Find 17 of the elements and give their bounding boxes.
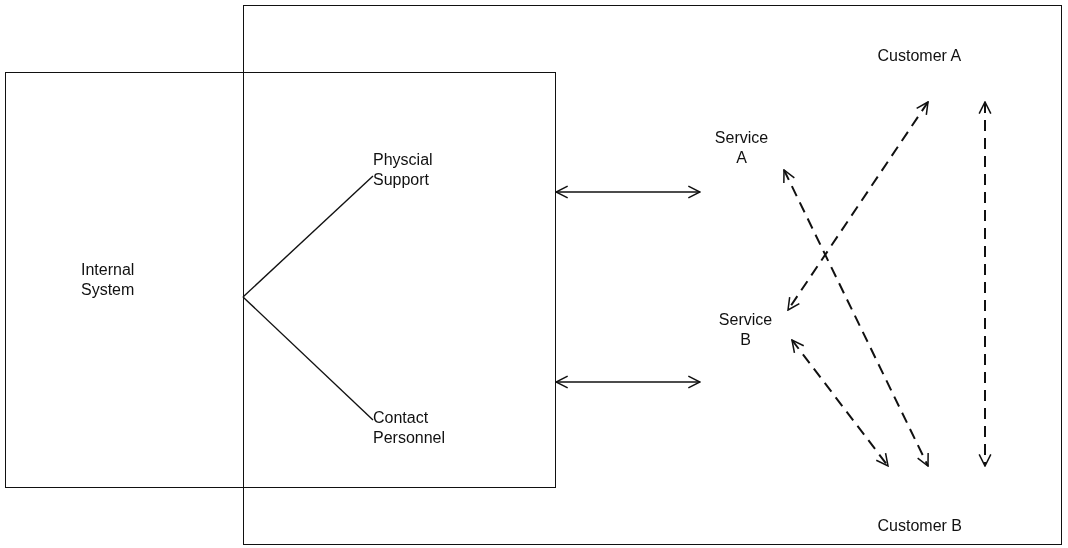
boundary-box	[243, 5, 1062, 545]
connector-line	[242, 175, 374, 298]
arrow	[787, 101, 929, 311]
system-box	[5, 72, 556, 488]
component-label: Service A	[713, 127, 770, 168]
arrow	[978, 101, 992, 467]
arrow	[791, 339, 889, 467]
component-label: Contact Personnel	[373, 408, 447, 448]
component-label: Service B	[717, 309, 774, 350]
arrow	[555, 185, 701, 199]
connector-line	[242, 296, 374, 421]
box-label: Internal System	[81, 260, 136, 300]
component-label: Customer B	[877, 515, 962, 536]
arrow	[555, 375, 701, 389]
arrow	[783, 169, 929, 467]
component-label: Physcial Support	[373, 150, 434, 190]
component-label: Customer A	[877, 45, 962, 66]
